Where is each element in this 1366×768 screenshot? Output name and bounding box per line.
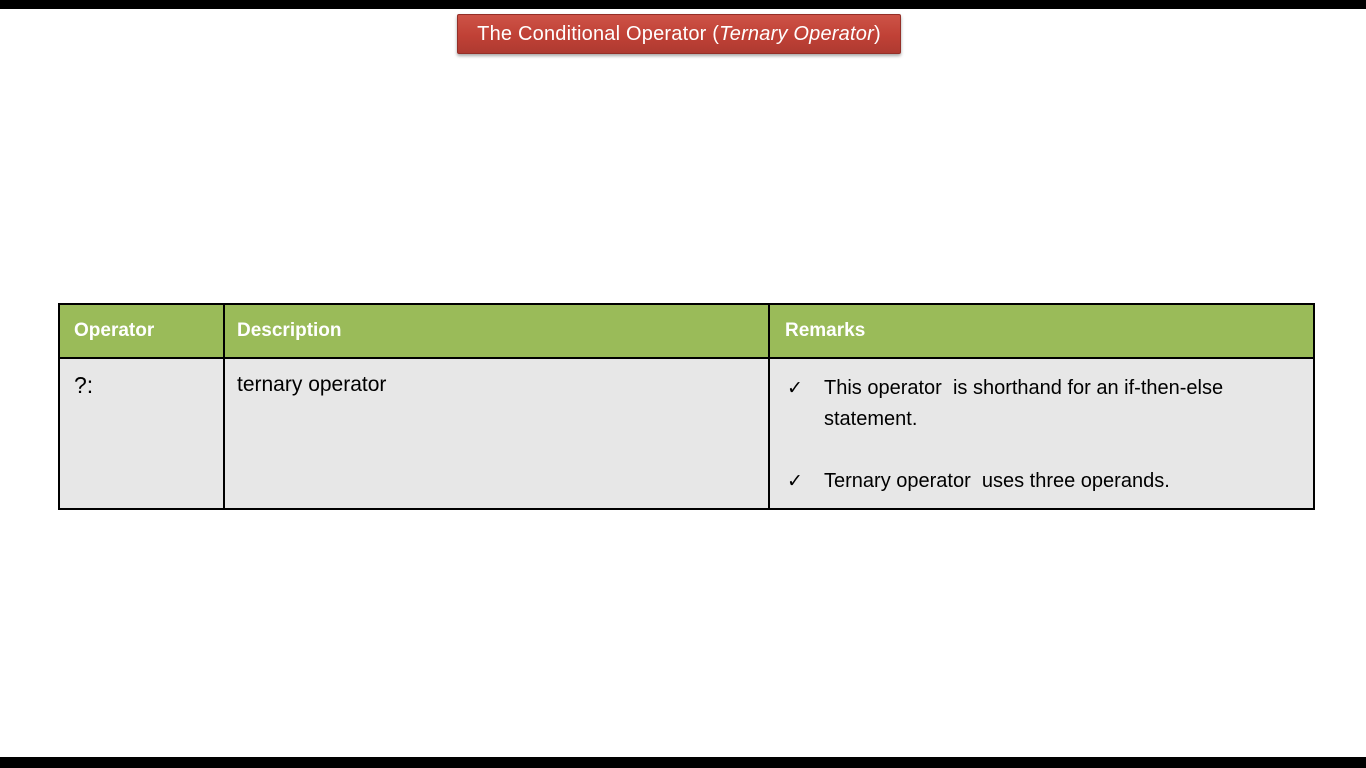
table-header-row: Operator Description Remarks <box>58 303 1315 359</box>
title-banner: The Conditional Operator (Ternary Operat… <box>457 14 901 54</box>
letterbox-bar-top <box>0 0 1366 9</box>
header-cell-operator: Operator <box>58 303 225 359</box>
checkmark-icon: ✓ <box>787 378 803 399</box>
cell-operator-symbol: ?: <box>58 357 225 510</box>
header-cell-description: Description <box>223 303 770 359</box>
letterbox-bar-bottom <box>0 757 1366 768</box>
checkmark-icon: ✓ <box>787 471 803 492</box>
remark-item: ✓ Ternary operator uses three operands. <box>787 466 1301 497</box>
table-row: ?: ternary operator ✓ This operator is s… <box>58 357 1315 510</box>
remark-text: This operator is shorthand for an if-the… <box>824 377 1229 430</box>
title-text-suffix: ) <box>873 22 881 45</box>
cell-remarks: ✓ This operator is shorthand for an if-t… <box>768 357 1315 510</box>
operator-table: Operator Description Remarks ?: ternary … <box>58 303 1315 510</box>
remark-text: Ternary operator uses three operands. <box>824 470 1170 492</box>
remark-item: ✓ This operator is shorthand for an if-t… <box>787 373 1301 435</box>
title-text-italic: Ternary Operator <box>719 22 874 45</box>
title-text-prefix: The Conditional Operator ( <box>477 22 720 45</box>
cell-description: ternary operator <box>223 357 770 510</box>
header-cell-remarks: Remarks <box>768 303 1315 359</box>
